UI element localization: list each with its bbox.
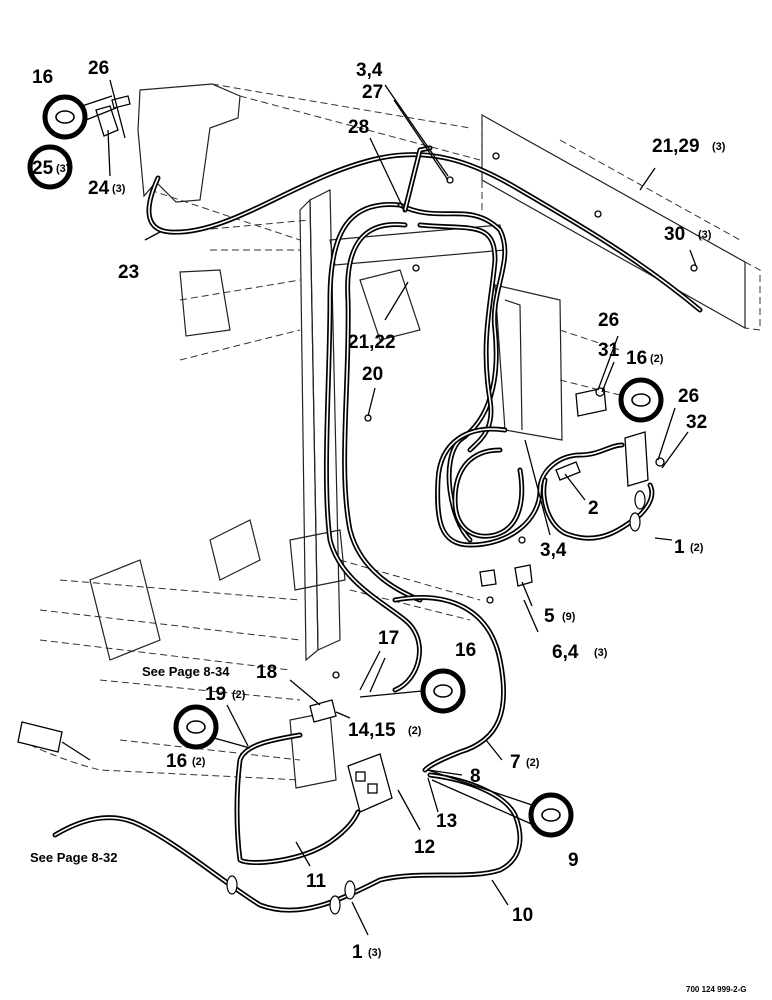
callout-18: 18 [256,662,277,683]
see-page-8-32-note: See Page 8-32 [30,850,117,865]
callout-26-right-upper: 26 [598,310,619,331]
callout-16-left-qty: (2) [192,756,206,768]
callout-23: 23 [118,262,139,283]
callout-3-4-middle: 3,4 [540,540,567,561]
callout-1-bottom-qty: (3) [368,947,382,959]
callout-9: 9 [568,850,579,871]
callout-14-15-qty: (2) [408,725,422,737]
callout-31: 31 [598,340,620,361]
washer-9 [528,792,574,838]
callout-7: 7 [510,752,521,773]
callout-19-qty: (2) [232,689,246,701]
callout-3-4-top: 3,4 [356,60,383,81]
callout-14-15: 14,15 [348,720,396,741]
callout-30: 30 [664,224,685,245]
callout-6-4-qty: (3) [594,647,608,659]
callout-8: 8 [470,766,481,787]
callout-30-qty: (3) [698,229,712,241]
callout-10: 10 [512,905,533,926]
callout-16-left: 16 [166,751,187,772]
callout-21-29: 21,29 [652,136,700,157]
page-reference-notes: See Page 8-34 See Page 8-32 [30,664,230,865]
callout-27: 27 [362,82,383,103]
washer-25 [27,144,73,190]
washer-16-top-left [42,94,88,140]
callout-24-qty: (3) [112,183,126,195]
callout-13: 13 [436,811,457,832]
callout-24: 24 [88,178,110,199]
washer-16-right [618,377,664,423]
callout-1-bottom: 1 [352,942,363,963]
see-page-8-34-note: See Page 8-34 [142,664,230,679]
callout-26-right-lower: 26 [678,386,699,407]
callout-12: 12 [414,837,435,858]
callout-6-4: 6,4 [552,642,579,663]
document-number: 700 124 999-2-G [686,985,747,994]
callout-17: 17 [378,628,399,649]
callout-16-middle: 16 [455,640,476,661]
callout-1-right-qty: (2) [690,542,704,554]
callout-16-top-left: 16 [32,67,53,88]
washer-16-left [173,704,219,750]
callout-16-right: 16 [626,348,647,369]
callout-5: 5 [544,606,555,627]
callout-1-right: 1 [674,537,685,558]
callout-19: 19 [205,684,226,705]
leader-lines [81,79,697,936]
clips-and-fittings [95,95,698,915]
callout-2: 2 [588,498,599,519]
washer-16-middle [420,668,466,714]
callout-7-qty: (2) [526,757,540,769]
callout-5-qty: (9) [562,611,576,623]
callout-26-top-left: 26 [88,58,109,79]
callout-21-29-qty: (3) [712,141,726,153]
callout-20: 20 [362,364,383,385]
callout-28: 28 [348,117,369,138]
callout-25: 25 [32,158,54,179]
callout-16-right-qty: (2) [650,353,664,365]
callout-21-22: 21,22 [348,332,396,353]
callout-11: 11 [306,871,327,892]
machine-frame [17,83,761,813]
callout-25-qty: (3) [56,163,70,175]
callout-labels: 16 26 25 (3) 24 (3) 23 3,4 27 28 21,29 (… [32,58,726,963]
callout-32: 32 [686,412,707,433]
